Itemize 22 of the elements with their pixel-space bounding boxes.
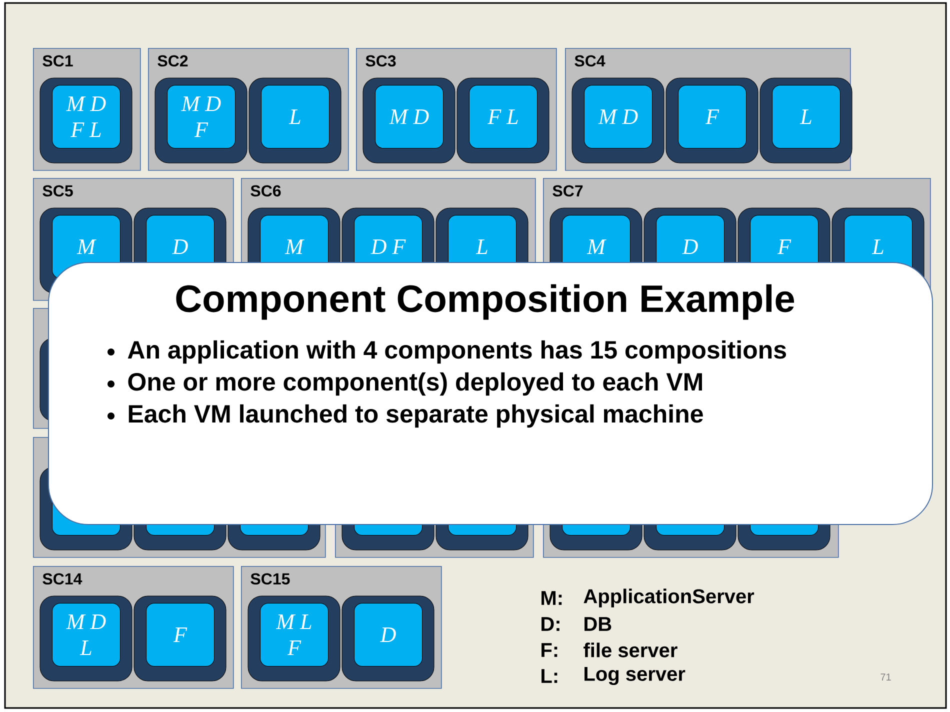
vm-box: M D	[572, 78, 664, 164]
vm-box: F L	[456, 78, 550, 164]
vm-box: M D F	[154, 78, 248, 164]
key-description: ApplicationServer	[584, 588, 754, 608]
key-letter: M:	[542, 591, 562, 605]
vm-box: F	[134, 596, 226, 682]
key-letter: D:	[542, 617, 560, 631]
key-letter: L:	[542, 669, 558, 683]
vm-box: D	[342, 596, 434, 682]
callout-dialog: Component Composition Example An application with 4 components has 15 compositions One or more component(s) deployed to each VM Each VM launched to separate physical machine	[48, 262, 933, 525]
page-number: 71	[880, 674, 891, 680]
key-description: Log server	[584, 667, 686, 685]
key-letter: F:	[542, 643, 558, 657]
vm-box: L	[248, 78, 342, 164]
vm-box: M L F	[248, 596, 340, 682]
key-description: DB	[584, 617, 612, 631]
key-description: file server	[584, 642, 678, 658]
vm-box: L	[760, 78, 852, 164]
vm-box: M D	[362, 78, 456, 164]
vm-box: M D F L	[40, 78, 132, 164]
vm-box: M D L	[40, 596, 132, 682]
vm-box: F	[666, 78, 758, 164]
